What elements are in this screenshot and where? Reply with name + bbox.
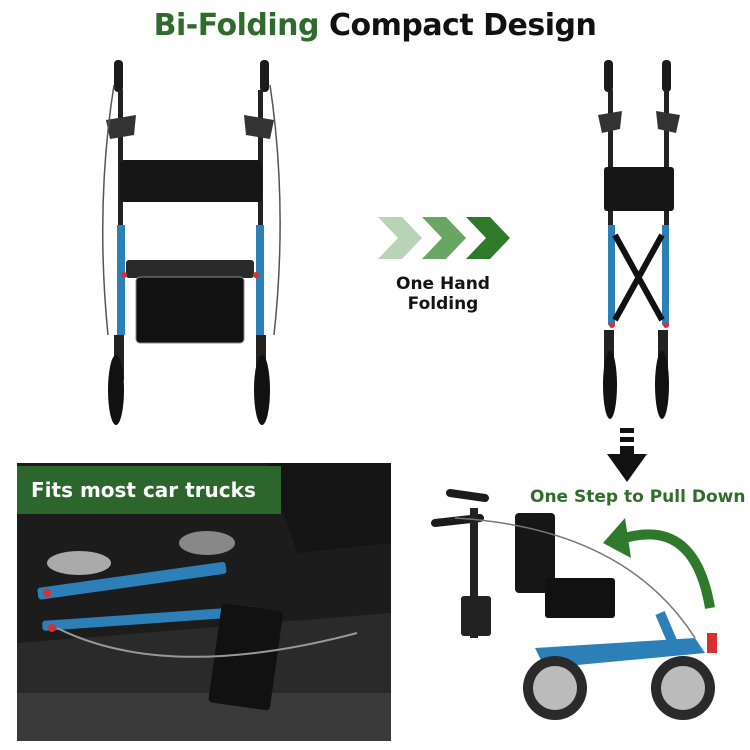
down-arrow-icon (607, 428, 647, 482)
chevron-right-icon (378, 217, 422, 259)
one-step-label: One Step to Pull Down (530, 487, 746, 507)
chevron-right-icon (466, 217, 510, 259)
one-hand-folding-label: One Hand Folding (396, 274, 490, 314)
rollator-side-image (431, 489, 717, 720)
rollator-unfolded-image (102, 60, 281, 425)
title-dark: Compact Design (328, 8, 597, 43)
title-green: Bi-Folding (153, 8, 320, 43)
page-title: Bi-Folding Compact Design (0, 6, 750, 46)
curved-arrow-icon (623, 529, 715, 609)
chevron-right-icon (422, 217, 466, 259)
folding-arrows (378, 217, 510, 259)
car-fit-banner: Fits most car trucks (17, 466, 281, 514)
rollator-folded-image (598, 60, 680, 419)
